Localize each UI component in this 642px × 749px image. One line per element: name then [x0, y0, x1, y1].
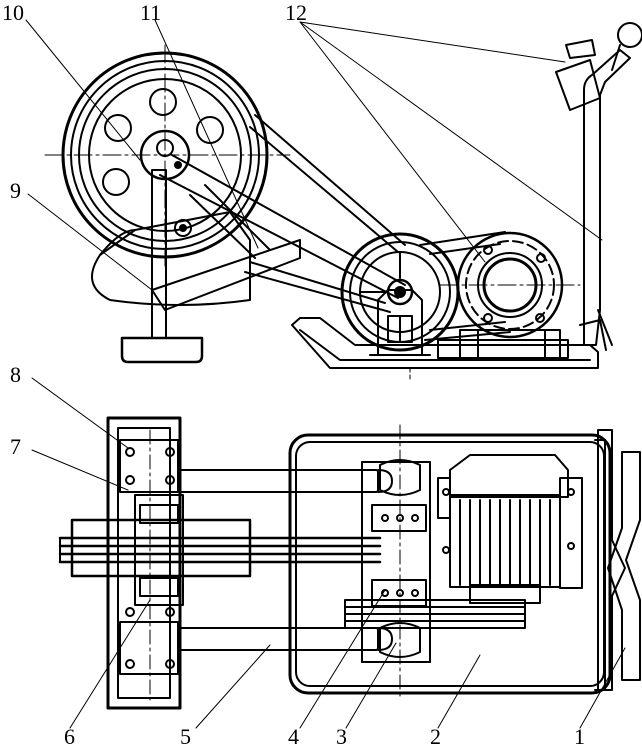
callout-8: 8	[10, 362, 21, 387]
flywheel	[44, 44, 291, 271]
callout-12: 12	[285, 0, 307, 25]
side-view	[44, 22, 642, 381]
vertical-shaft	[120, 169, 204, 364]
electric-motor	[437, 454, 583, 604]
callout-5: 5	[180, 724, 191, 749]
lower-belts	[344, 599, 526, 629]
callout-6: 6	[64, 724, 75, 749]
callout-7: 7	[10, 434, 21, 459]
connecting-rods	[177, 469, 393, 651]
callout-3: 3	[336, 724, 347, 749]
callout-1: 1	[574, 724, 585, 749]
callout-9: 9	[10, 178, 21, 203]
bowl	[91, 211, 251, 306]
leader-lines	[25, 19, 626, 729]
callout-10: 10	[2, 0, 24, 25]
callout-4: 4	[288, 724, 299, 749]
callout-11: 11	[140, 0, 162, 25]
plan-view	[58, 416, 641, 710]
hub-bearing	[134, 494, 184, 606]
handle-plan	[594, 429, 641, 691]
belt-pack	[58, 518, 382, 578]
callout-2: 2	[430, 724, 441, 749]
crank-arm	[151, 154, 406, 311]
handle-lever	[555, 22, 642, 351]
pedestal	[369, 289, 431, 356]
